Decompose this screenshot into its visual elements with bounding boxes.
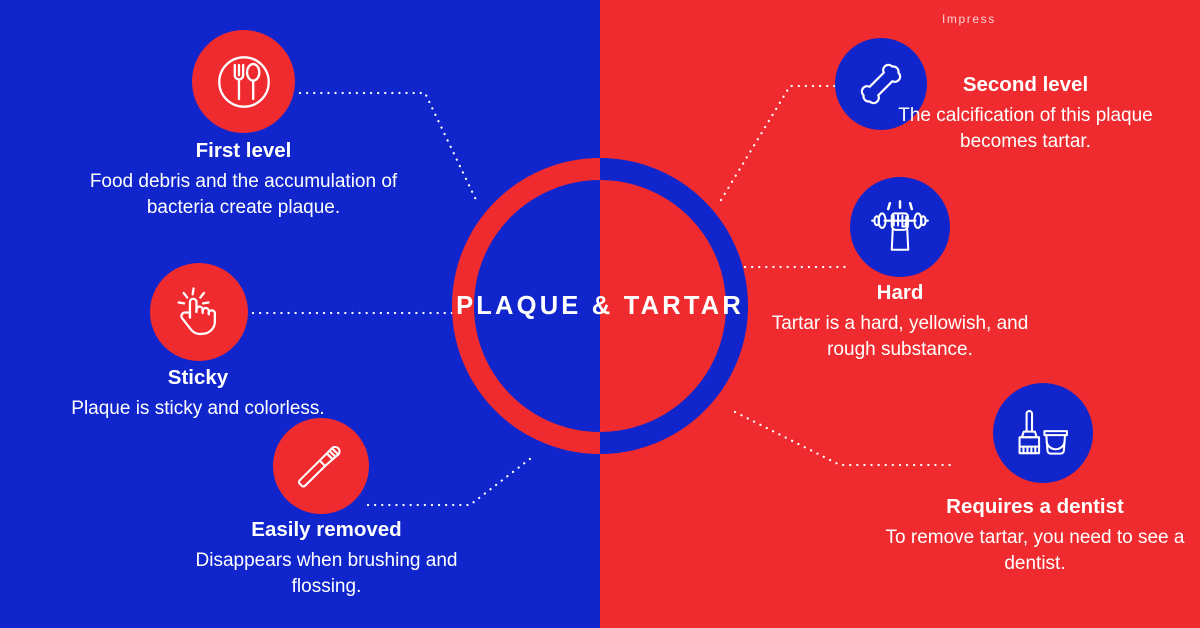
icon-bubble-requires-dentist — [993, 383, 1093, 483]
text-block-sticky: Sticky Plaque is sticky and colorless. — [62, 365, 334, 422]
second-level-body: The calcification of this plaque becomes… — [898, 105, 1153, 152]
center-ring — [452, 158, 748, 454]
second-level-title: Second level — [962, 73, 1089, 96]
pointing-hand-tap-icon — [177, 287, 216, 336]
icon-bubble-hard — [850, 177, 950, 277]
sticky-title: Sticky — [167, 366, 229, 389]
icon-bubble-second-level — [835, 38, 927, 130]
center-ring-left-arc — [452, 158, 601, 454]
first-level-title: First level — [195, 139, 292, 162]
text-block-first-level: First level Food debris and the accumula… — [77, 138, 410, 221]
icon-bubble-first-level — [192, 30, 295, 133]
hard-title: Hard — [876, 281, 924, 304]
text-block-requires-dentist: Requires a dentist To remove tartar, you… — [880, 494, 1190, 577]
text-block-second-level: Second level The calcification of this p… — [898, 72, 1153, 155]
easily-removed-body: Disappears when brushing and flossing. — [195, 550, 458, 597]
bone-icon — [860, 63, 902, 105]
requires-dentist-title: Requires a dentist — [946, 495, 1124, 518]
center-ring-right-arc — [599, 158, 748, 454]
sticky-body: Plaque is sticky and colorless. — [71, 398, 325, 419]
hard-body: Tartar is a hard, yellowish, and rough s… — [771, 313, 1029, 360]
text-block-easily-removed: Easily removed Disappears when brushing … — [180, 517, 473, 600]
requires-dentist-body: To remove tartar, you need to see a dent… — [885, 527, 1185, 574]
broom-bucket-icon — [1018, 410, 1068, 455]
hand-dumbbell-icon — [871, 200, 929, 251]
impress-watermark: Impress — [942, 12, 996, 26]
icon-bubble-sticky — [150, 263, 248, 361]
easily-removed-title: Easily removed — [251, 518, 402, 541]
text-block-hard: Hard Tartar is a hard, yellowish, and ro… — [760, 280, 1040, 363]
icon-bubble-easily-removed — [273, 418, 369, 514]
plate-fork-spoon-icon — [217, 55, 270, 108]
first-level-body: Food debris and the accumulation of bact… — [89, 171, 398, 218]
toothbrush-icon — [297, 445, 341, 488]
center-title: PLAQUE & TARTAR — [456, 292, 744, 320]
